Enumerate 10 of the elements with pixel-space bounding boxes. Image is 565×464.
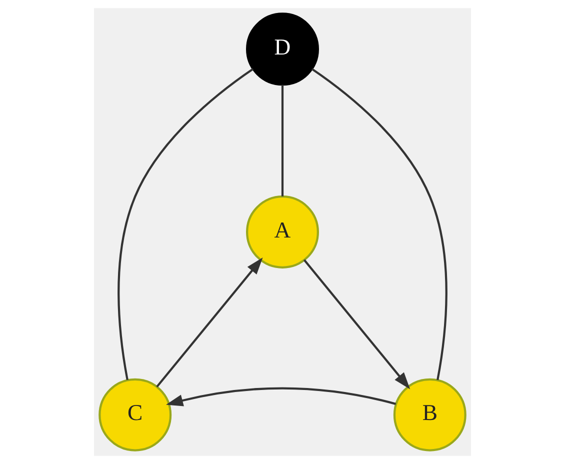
arrow: [303, 259, 410, 390]
node-circle: A: [246, 196, 319, 268]
node-circle: B: [393, 378, 466, 452]
node-circle: C: [98, 378, 172, 452]
arrow: [156, 257, 263, 388]
arrow: [166, 387, 396, 406]
connector: [311, 68, 448, 380]
connector: [281, 84, 284, 196]
node-circle: D: [246, 12, 319, 86]
connector: [118, 68, 254, 380]
